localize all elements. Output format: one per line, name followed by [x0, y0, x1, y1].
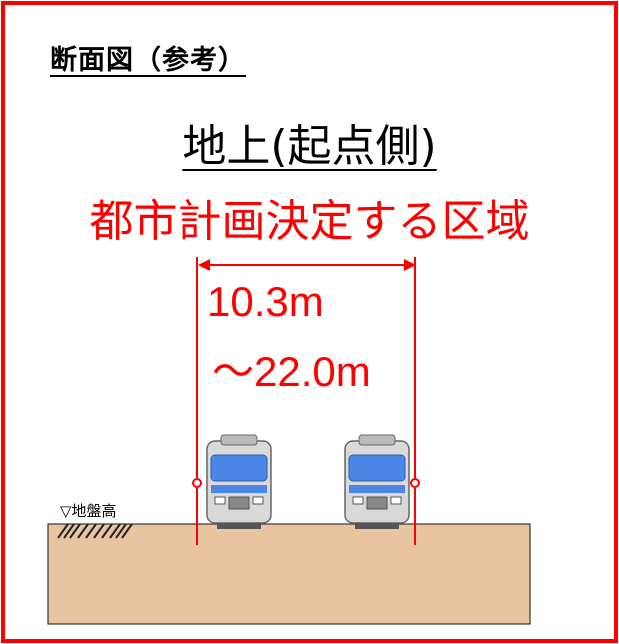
train-icon-right	[344, 434, 410, 529]
dimension-min: 10.3m	[207, 278, 324, 325]
dimension-max: ～22.0m	[212, 348, 371, 395]
section-title: 断面図（参考）	[50, 45, 246, 76]
ground-block	[47, 523, 531, 625]
main-title: 地上(起点側)	[182, 121, 437, 172]
left-extent-line	[192, 257, 202, 545]
zone-label: 都市計画決定する区域	[89, 196, 530, 247]
dimension-arrow	[198, 259, 416, 271]
ground-hatch-icon	[57, 523, 133, 539]
ground-level-label: ▽地盤高	[60, 502, 117, 520]
right-extent-line	[410, 257, 420, 545]
train-icon-left	[206, 434, 272, 529]
